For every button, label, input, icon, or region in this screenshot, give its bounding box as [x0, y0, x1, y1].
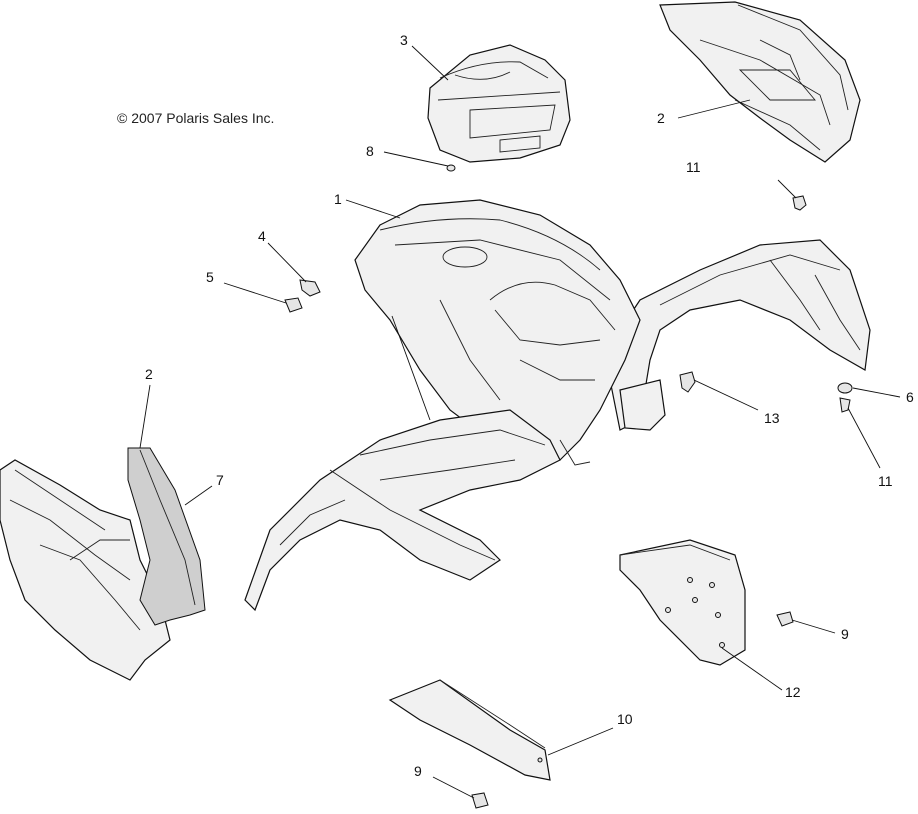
callout-1: 1	[334, 191, 342, 207]
callout-2-upper: 2	[657, 110, 665, 126]
callout-4: 4	[258, 228, 266, 244]
leader-lines	[139, 45, 901, 799]
part-7-mud-flap	[127, 447, 206, 626]
callout-6: 6	[906, 389, 914, 405]
part-10-angle-plate	[388, 679, 551, 781]
callout-11-upper: 11	[686, 159, 701, 175]
part-2-side-panel-right	[659, 1, 861, 163]
callout-8: 8	[366, 143, 374, 159]
callout-9-bottom: 9	[414, 763, 422, 779]
callout-2-lower: 2	[145, 366, 153, 382]
callout-7: 7	[216, 472, 224, 488]
callout-11-lower: 11	[878, 473, 893, 489]
callout-3: 3	[400, 32, 408, 48]
part-2-side-panel-left	[0, 459, 171, 681]
callout-9-right: 9	[841, 626, 849, 642]
callout-12: 12	[785, 684, 801, 700]
part-3-front-cover	[427, 44, 571, 163]
callout-10: 10	[617, 711, 633, 727]
part-12-bracket	[619, 539, 746, 666]
callout-13: 13	[764, 410, 780, 426]
copyright-notice: © 2007 Polaris Sales Inc.	[117, 110, 275, 126]
callout-5: 5	[206, 269, 214, 285]
part-1-rear-fender	[244, 199, 871, 612]
hardware-fasteners	[284, 164, 853, 809]
